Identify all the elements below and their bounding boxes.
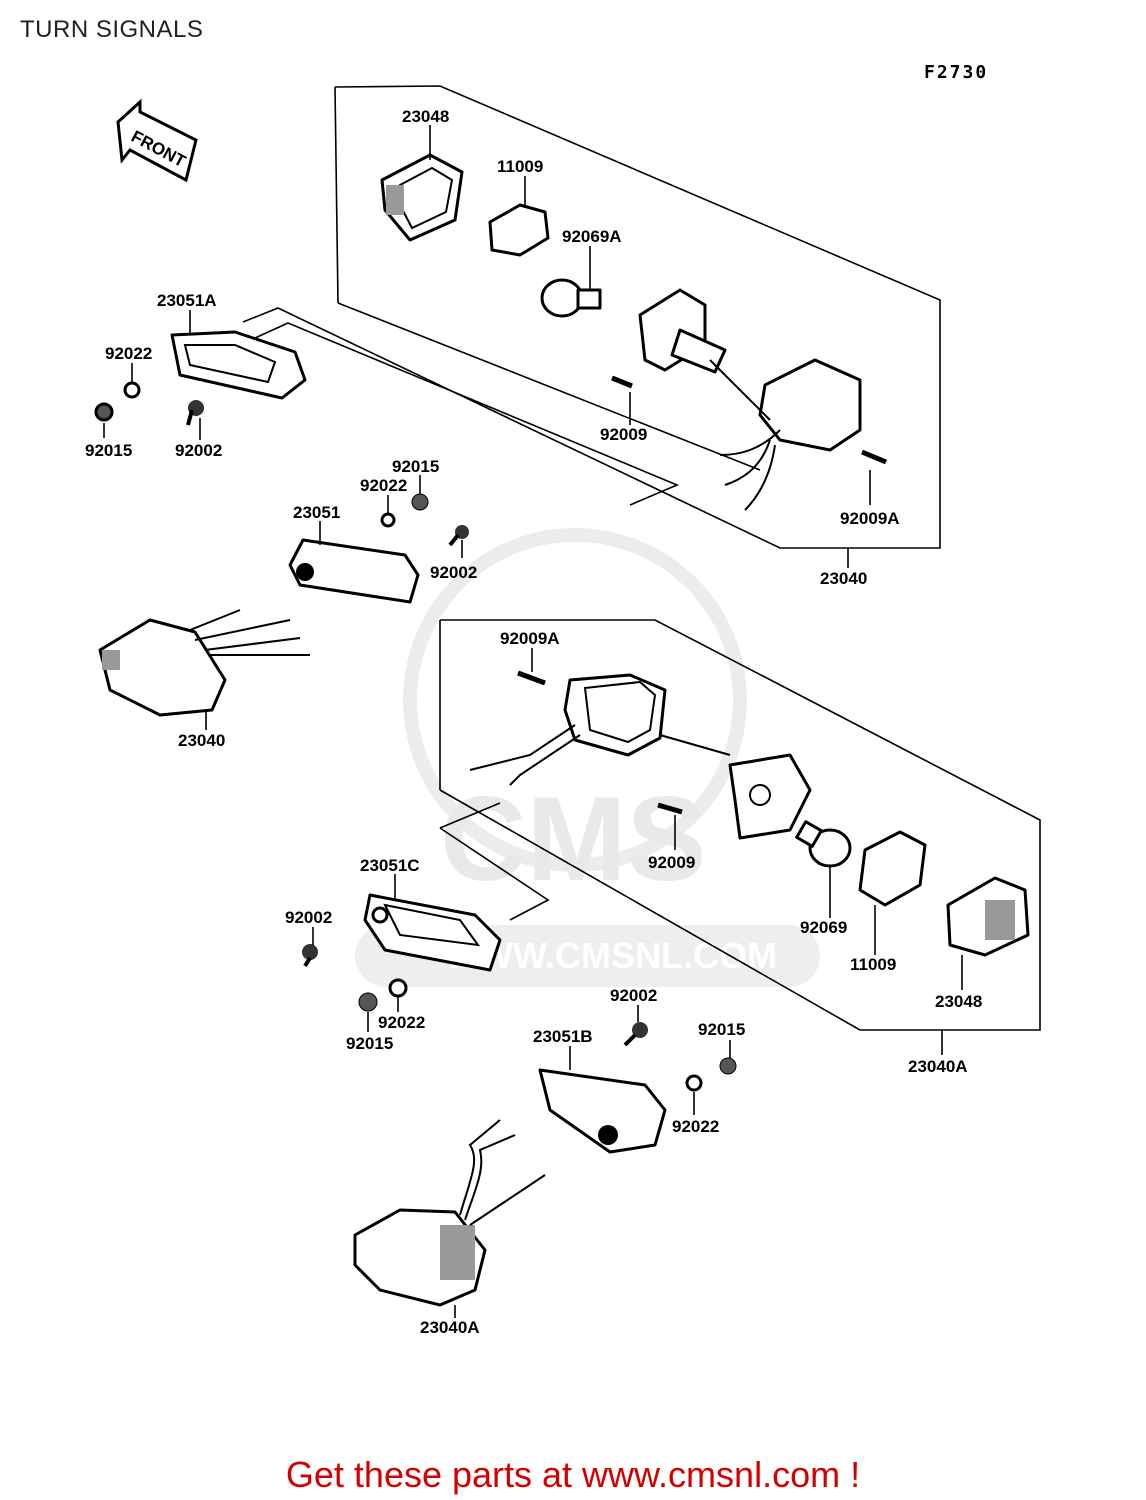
callout-92022-lower-left: 92022 bbox=[378, 1013, 425, 1032]
screw-92009-upper bbox=[611, 375, 633, 425]
reflector-23051 bbox=[288, 538, 420, 604]
callout-92002-center: 92002 bbox=[430, 563, 477, 582]
callout-92022-center: 92022 bbox=[360, 476, 407, 495]
callout-23048-middle: 23048 bbox=[935, 992, 982, 1011]
lens-23048-upper bbox=[380, 153, 464, 242]
washer-92022-lower-right bbox=[685, 1074, 703, 1092]
washer-92022-center bbox=[380, 512, 396, 528]
watermark-logo: CMS bbox=[440, 772, 707, 906]
gasket-11009-upper bbox=[488, 203, 550, 257]
callout-11009-middle: 11009 bbox=[850, 955, 896, 974]
reflector-23051a bbox=[170, 330, 307, 400]
washer-92022-lower-left bbox=[388, 978, 408, 998]
callout-92069: 92069 bbox=[800, 918, 847, 937]
callout-11009-upper: 11009 bbox=[497, 157, 543, 176]
reflector-23051b bbox=[538, 1068, 667, 1154]
nut-92015-lower-left bbox=[358, 992, 378, 1012]
nut-92015-center bbox=[411, 493, 429, 511]
callout-92009a-upper: 92009A bbox=[840, 509, 900, 528]
washer-92022-left bbox=[123, 381, 141, 399]
callout-92022-lower-right: 92022 bbox=[672, 1117, 719, 1136]
callout-92015-center: 92015 bbox=[392, 457, 439, 476]
bolt-92002-left bbox=[186, 400, 204, 426]
callout-23051c: 23051C bbox=[360, 856, 420, 875]
callout-92022-left: 92022 bbox=[105, 344, 152, 363]
callout-92015-lower-right: 92015 bbox=[698, 1020, 745, 1039]
callout-92015-left: 92015 bbox=[85, 441, 132, 460]
leader-lines bbox=[103, 125, 943, 1115]
front-arrow-icon: FRONT bbox=[116, 98, 198, 183]
page-title: TURN SIGNALS bbox=[20, 16, 204, 43]
assembly-box-23040 bbox=[242, 85, 941, 549]
callout-92015-lower-left: 92015 bbox=[346, 1034, 393, 1053]
reflector-23051c bbox=[363, 893, 502, 972]
callout-23051a: 23051A bbox=[157, 291, 217, 310]
nut-92015-left bbox=[94, 402, 114, 422]
bulb-92069 bbox=[795, 820, 852, 918]
callout-23040-upper: 23040 bbox=[820, 569, 867, 588]
figure-code: F2730 bbox=[924, 62, 989, 83]
bolt-92002-center bbox=[448, 525, 469, 547]
promo-banner-link[interactable]: Get these parts at www.cmsnl.com ! bbox=[285, 1454, 861, 1495]
callout-92002-lower-left: 92002 bbox=[285, 908, 332, 927]
bolt-92002-lower-left bbox=[302, 944, 318, 968]
callout-23040a-lower: 23040A bbox=[420, 1318, 480, 1337]
gasket-11009-middle bbox=[858, 830, 927, 907]
assembly-box-23040A bbox=[439, 619, 1041, 1031]
callout-92002-lower-right: 92002 bbox=[610, 986, 657, 1005]
housing-upper bbox=[638, 288, 862, 511]
signal-23040a-lower bbox=[353, 1119, 546, 1318]
callout-23040-left: 23040 bbox=[178, 731, 225, 750]
callout-92002-left: 92002 bbox=[175, 441, 222, 460]
callout-92009a-middle: 92009A bbox=[500, 629, 560, 648]
callout-92009-middle: 92009 bbox=[648, 853, 695, 872]
bolt-92002-lower-right bbox=[623, 1022, 648, 1047]
housing-middle bbox=[469, 673, 812, 840]
nut-92015-lower-right bbox=[719, 1057, 737, 1075]
screw-92009-middle bbox=[657, 802, 683, 850]
callout-labels: 23048 11009 92069A 92009 92009A 23040 23… bbox=[85, 107, 982, 1337]
callout-23040a-middle: 23040A bbox=[908, 1057, 968, 1076]
callout-92069a: 92069A bbox=[562, 227, 622, 246]
callout-92009-upper: 92009 bbox=[600, 425, 647, 444]
screw-92009a-middle bbox=[517, 648, 546, 686]
signal-23040-left bbox=[98, 609, 310, 717]
screw-92009a-upper bbox=[861, 449, 887, 505]
bulb-92069a bbox=[540, 278, 602, 318]
callout-23048-upper: 23048 bbox=[402, 107, 449, 126]
callout-23051: 23051 bbox=[293, 503, 340, 522]
callout-23051b: 23051B bbox=[533, 1027, 593, 1046]
lens-23048-middle bbox=[946, 876, 1030, 990]
